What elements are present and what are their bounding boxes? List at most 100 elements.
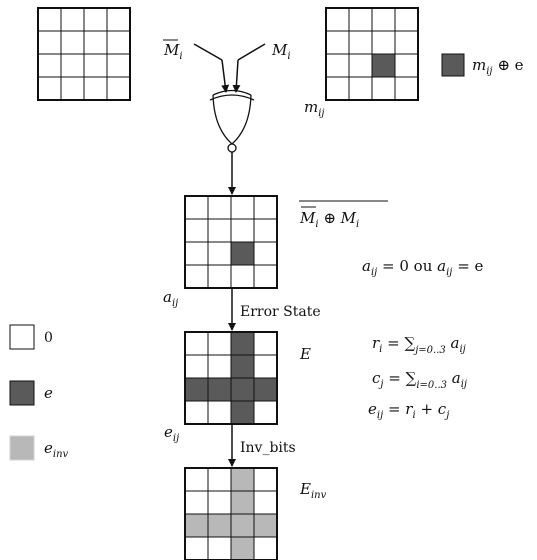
grid-cell <box>253 241 278 266</box>
grid-cell <box>253 331 278 356</box>
grid-cell <box>60 76 85 101</box>
grid-cell <box>230 467 255 492</box>
label-m-bar: Mi <box>163 41 183 62</box>
grid-cell <box>348 53 373 78</box>
grid-cell <box>230 241 255 266</box>
grid-cell <box>394 76 419 101</box>
legend-swatch-zero <box>9 324 35 350</box>
legend-label-e: e <box>44 384 53 402</box>
label-E: E <box>299 345 311 363</box>
swatch-mij-xor-e <box>441 53 465 77</box>
grid-cell <box>253 490 278 515</box>
legend: 0 e einv <box>9 324 69 461</box>
grid-cell <box>60 30 85 55</box>
legend-label-e-inv: einv <box>44 439 69 460</box>
grid-inverted-error <box>184 467 278 560</box>
grid-cell <box>37 53 62 78</box>
legend-swatch-e <box>9 380 35 406</box>
label-m: Mi <box>271 41 291 62</box>
label-E-inv: Einv <box>299 480 327 501</box>
grid-cell <box>394 30 419 55</box>
grid-cell <box>253 218 278 243</box>
grid-cell <box>230 218 255 243</box>
grid-message-mi <box>37 7 131 101</box>
label-aij-equation: aij = 0 ou aij = e <box>362 257 484 278</box>
grid-cell <box>230 354 255 379</box>
grid-cell <box>253 195 278 220</box>
grid-message-mij <box>325 7 419 101</box>
grid-cell <box>253 513 278 538</box>
grid-cell <box>230 331 255 356</box>
grid-cell <box>253 377 278 402</box>
grid-cell <box>37 30 62 55</box>
grid-cell <box>184 536 209 560</box>
grid-cell <box>325 53 350 78</box>
grid-cell <box>230 513 255 538</box>
grid-cell <box>184 513 209 538</box>
grid-border <box>184 195 278 289</box>
label-aij: aij <box>163 288 178 309</box>
xnor-gate <box>193 43 266 153</box>
grid-cell <box>184 241 209 266</box>
grid-cell <box>207 354 232 379</box>
grid-cell <box>253 264 278 289</box>
grid-cell <box>83 53 108 78</box>
grid-cell <box>371 7 396 32</box>
grid-cell <box>37 7 62 32</box>
grid-cell <box>184 400 209 425</box>
grid-cell <box>106 76 131 101</box>
grid-cell <box>184 467 209 492</box>
grid-cell <box>83 7 108 32</box>
grid-border <box>184 331 278 425</box>
label-mij-xor-e: mij ⊕ e <box>472 56 524 77</box>
grid-cell <box>184 195 209 220</box>
grid-cell <box>106 7 131 32</box>
grid-cell <box>325 76 350 101</box>
label-eij: eij <box>164 423 179 444</box>
grid-cell <box>60 53 85 78</box>
grid-cell <box>230 400 255 425</box>
grid-cell <box>253 400 278 425</box>
grid-xor-result <box>184 195 278 289</box>
grid-cell <box>37 76 62 101</box>
grid-cell <box>106 30 131 55</box>
grid-cell <box>207 241 232 266</box>
formula-ri: ri = ∑j=0..3 aij <box>372 334 466 356</box>
formula-cj: cj = ∑i=0..3 aij <box>372 369 467 391</box>
grid-cell <box>207 490 232 515</box>
grid-cell <box>83 30 108 55</box>
grid-border <box>37 7 131 101</box>
grid-cell <box>184 218 209 243</box>
grid-cell <box>230 264 255 289</box>
grid-cell <box>394 53 419 78</box>
grid-cell <box>207 513 232 538</box>
label-error-state: Error State <box>240 304 321 320</box>
label-inv-bits: Inv_bits <box>240 440 296 456</box>
grid-cell <box>207 400 232 425</box>
legend-label-zero: 0 <box>44 330 53 346</box>
grid-cell <box>253 354 278 379</box>
grid-cell <box>253 467 278 492</box>
grid-cell <box>230 377 255 402</box>
grid-cell <box>230 490 255 515</box>
grid-error-state <box>184 331 278 425</box>
grid-cell <box>207 195 232 220</box>
grid-border <box>325 7 419 101</box>
grid-cell <box>325 30 350 55</box>
grid-cell <box>60 7 85 32</box>
grid-cell <box>184 331 209 356</box>
grid-cell <box>83 76 108 101</box>
grid-cell <box>207 377 232 402</box>
grid-cell <box>325 7 350 32</box>
formula-eij: eij = ri + cj <box>368 400 449 421</box>
grid-cell <box>348 7 373 32</box>
grid-cell <box>207 264 232 289</box>
label-mij: mij <box>304 98 325 119</box>
grid-cell <box>207 331 232 356</box>
grid-cell <box>207 536 232 560</box>
grid-cell <box>106 53 131 78</box>
grid-cell <box>371 30 396 55</box>
grid-cell <box>184 490 209 515</box>
grid-cell <box>348 76 373 101</box>
